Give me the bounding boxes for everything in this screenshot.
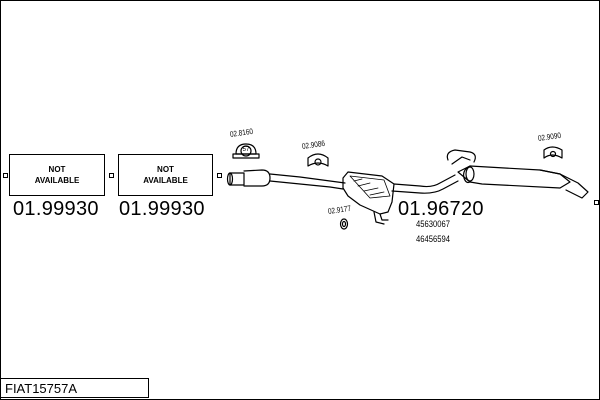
diagram-title: FIAT15757A: [0, 378, 149, 398]
clamp-icon: [232, 143, 260, 159]
connector-marker: [217, 173, 222, 178]
part-number: 01.99930: [13, 198, 99, 220]
main-part-number: 01.96720: [398, 198, 484, 220]
middle-silencer-icon: [342, 171, 395, 225]
not-available-box: NOT AVAILABLE: [9, 154, 105, 196]
hanger-icon: [307, 153, 329, 167]
part-number: 01.99930: [119, 198, 205, 220]
rubber-hanger-icon: [543, 146, 563, 159]
connector-marker: [3, 173, 8, 178]
not-available-box: NOT AVAILABLE: [118, 154, 213, 196]
rear-pipe-icon: [391, 149, 476, 194]
oem-number: 46456594: [416, 234, 451, 244]
oem-number: 45630067: [416, 219, 451, 229]
rubber-mount-icon: [339, 218, 349, 230]
front-pipe-icon: [226, 169, 346, 190]
rear-silencer-icon: [457, 165, 589, 199]
connector-marker: [594, 200, 599, 205]
clamp-size-badge: 57: [242, 147, 250, 153]
connector-marker: [109, 173, 114, 178]
